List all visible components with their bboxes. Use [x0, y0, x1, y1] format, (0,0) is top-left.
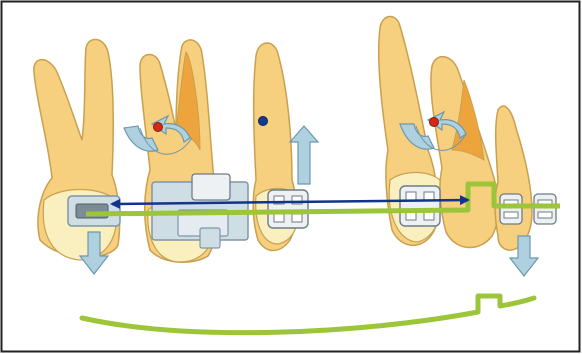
dot-icon [259, 117, 268, 126]
canine-bracket [400, 186, 440, 226]
molar-tube [68, 196, 120, 226]
incisor-bracket-1 [500, 194, 522, 224]
dot-icon [154, 123, 163, 132]
incisor-bracket-2 [534, 194, 556, 224]
dot-icon [430, 118, 439, 127]
premolar-bracket [268, 190, 308, 228]
